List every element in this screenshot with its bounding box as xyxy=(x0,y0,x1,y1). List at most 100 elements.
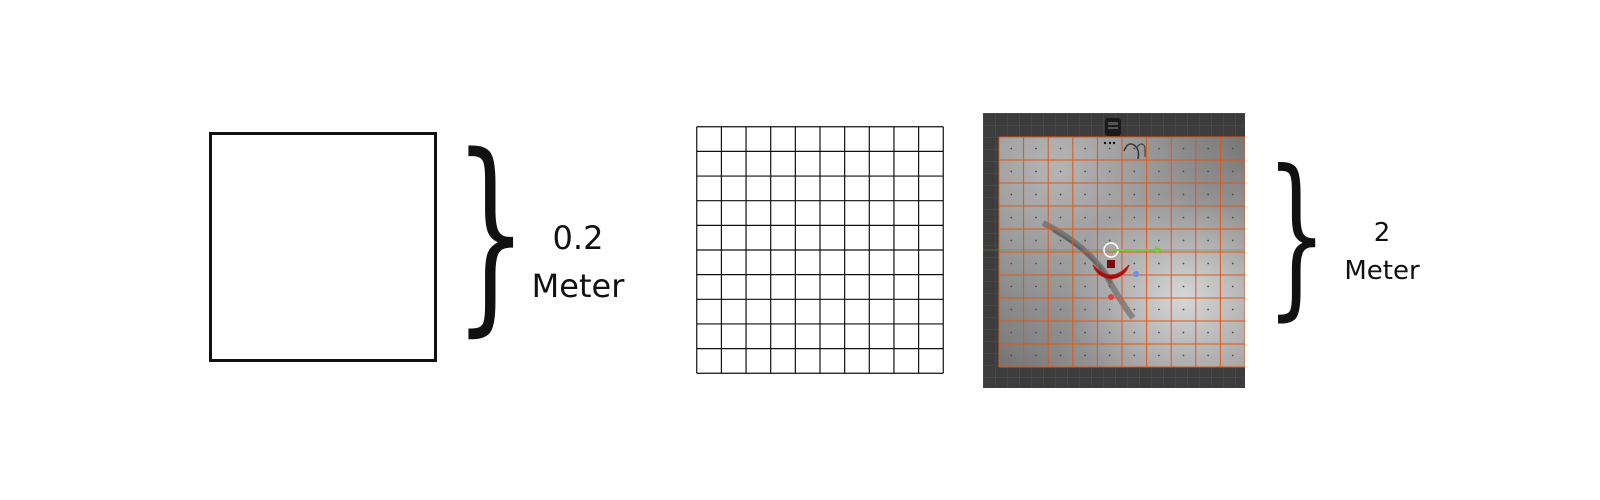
size-value-large: 2 xyxy=(1332,214,1432,252)
face-center-dot xyxy=(1133,309,1135,311)
face-center-dot xyxy=(1084,194,1086,196)
face-center-dot xyxy=(1010,171,1012,173)
face-center-dot xyxy=(1207,355,1209,357)
face-center-dot xyxy=(1158,240,1160,242)
size-unit-small: Meter xyxy=(518,262,638,310)
face-center-dot xyxy=(1232,194,1234,196)
face-center-dot xyxy=(1232,171,1234,173)
face-center-dot xyxy=(1133,217,1135,219)
face-center-dot xyxy=(1133,332,1135,334)
face-center-dot xyxy=(1060,309,1062,311)
face-center-dot xyxy=(1084,309,1086,311)
face-center-dot xyxy=(1060,355,1062,357)
camera-icon xyxy=(1104,118,1145,159)
face-center-dot xyxy=(1035,309,1037,311)
3d-viewport-render xyxy=(983,113,1245,388)
face-center-dot xyxy=(1158,148,1160,150)
face-center-dot xyxy=(1133,263,1135,265)
face-center-dot xyxy=(1060,194,1062,196)
face-center-dot xyxy=(1010,217,1012,219)
face-center-dot xyxy=(1133,355,1135,357)
y-axis-arrowhead-icon xyxy=(1155,246,1163,254)
face-center-dot xyxy=(1207,332,1209,334)
face-center-dot xyxy=(1158,309,1160,311)
face-center-dot xyxy=(1035,148,1037,150)
face-center-dot xyxy=(1158,286,1160,288)
face-center-dot xyxy=(1158,171,1160,173)
face-center-dot xyxy=(1183,217,1185,219)
face-center-dot xyxy=(1084,263,1086,265)
face-center-dot xyxy=(1133,194,1135,196)
face-center-dot xyxy=(1133,171,1135,173)
face-center-dot xyxy=(1109,148,1111,150)
face-center-dot xyxy=(1183,263,1185,265)
face-center-dot xyxy=(1109,240,1111,242)
face-center-dot xyxy=(1084,240,1086,242)
face-center-dot xyxy=(1183,332,1185,334)
face-center-dot xyxy=(1084,355,1086,357)
size-brace-left: } xyxy=(454,128,527,338)
face-center-dot xyxy=(1084,332,1086,334)
single-square-tile xyxy=(209,132,437,362)
x-axis-handle-icon xyxy=(1108,294,1114,300)
face-center-dot xyxy=(1183,148,1185,150)
face-center-dot xyxy=(1183,286,1185,288)
face-center-dot xyxy=(1060,171,1062,173)
face-center-dot xyxy=(1232,355,1234,357)
size-brace-right: } xyxy=(1266,148,1327,323)
face-center-dot xyxy=(1207,263,1209,265)
face-center-dot xyxy=(1060,148,1062,150)
face-center-dot xyxy=(1084,171,1086,173)
face-center-dot xyxy=(1133,286,1135,288)
face-center-dot xyxy=(1158,263,1160,265)
face-center-dot xyxy=(1207,286,1209,288)
face-center-dot xyxy=(1183,309,1185,311)
face-center-dot xyxy=(1158,355,1160,357)
face-center-dot xyxy=(1084,217,1086,219)
face-center-dot xyxy=(1232,217,1234,219)
face-center-dot xyxy=(1109,309,1111,311)
face-center-dot xyxy=(1035,355,1037,357)
selected-object-stem xyxy=(1107,260,1115,268)
face-center-dot xyxy=(1035,240,1037,242)
face-center-dot xyxy=(1183,240,1185,242)
face-center-dot xyxy=(1232,263,1234,265)
face-center-dot xyxy=(1207,240,1209,242)
face-center-dot xyxy=(1060,263,1062,265)
face-center-dot xyxy=(1060,217,1062,219)
viewport-overlay xyxy=(983,113,1245,388)
face-center-dot xyxy=(1060,286,1062,288)
face-center-dot xyxy=(1010,263,1012,265)
face-center-dot xyxy=(1232,332,1234,334)
face-center-dot xyxy=(1060,332,1062,334)
face-center-dot xyxy=(1109,194,1111,196)
face-center-dot xyxy=(1133,240,1135,242)
face-center-dot xyxy=(1158,217,1160,219)
size-value-small: 0.2 xyxy=(518,214,638,262)
face-center-dot xyxy=(1010,148,1012,150)
z-axis-handle-icon xyxy=(1133,271,1139,277)
face-center-dot xyxy=(1207,217,1209,219)
face-center-dot xyxy=(1232,240,1234,242)
face-center-dot xyxy=(1109,217,1111,219)
wireframe-grid xyxy=(696,126,944,374)
face-center-dot xyxy=(1183,355,1185,357)
face-center-dot xyxy=(1109,355,1111,357)
face-center-dot xyxy=(1035,263,1037,265)
face-center-dot xyxy=(1183,194,1185,196)
cable-shadow xyxy=(1043,223,1133,318)
face-center-dot xyxy=(1010,355,1012,357)
face-center-dot xyxy=(1084,148,1086,150)
face-center-dot xyxy=(1109,332,1111,334)
face-center-dot xyxy=(1158,194,1160,196)
face-center-dot xyxy=(1232,148,1234,150)
face-center-dot xyxy=(1158,332,1160,334)
face-center-dot xyxy=(1010,194,1012,196)
face-center-dot xyxy=(1035,332,1037,334)
face-center-dot xyxy=(1060,240,1062,242)
face-center-dot xyxy=(1109,286,1111,288)
face-center-dot xyxy=(1183,171,1185,173)
size-label-large: 2 Meter xyxy=(1332,214,1432,290)
face-center-dot xyxy=(1084,286,1086,288)
face-center-dot xyxy=(1010,240,1012,242)
